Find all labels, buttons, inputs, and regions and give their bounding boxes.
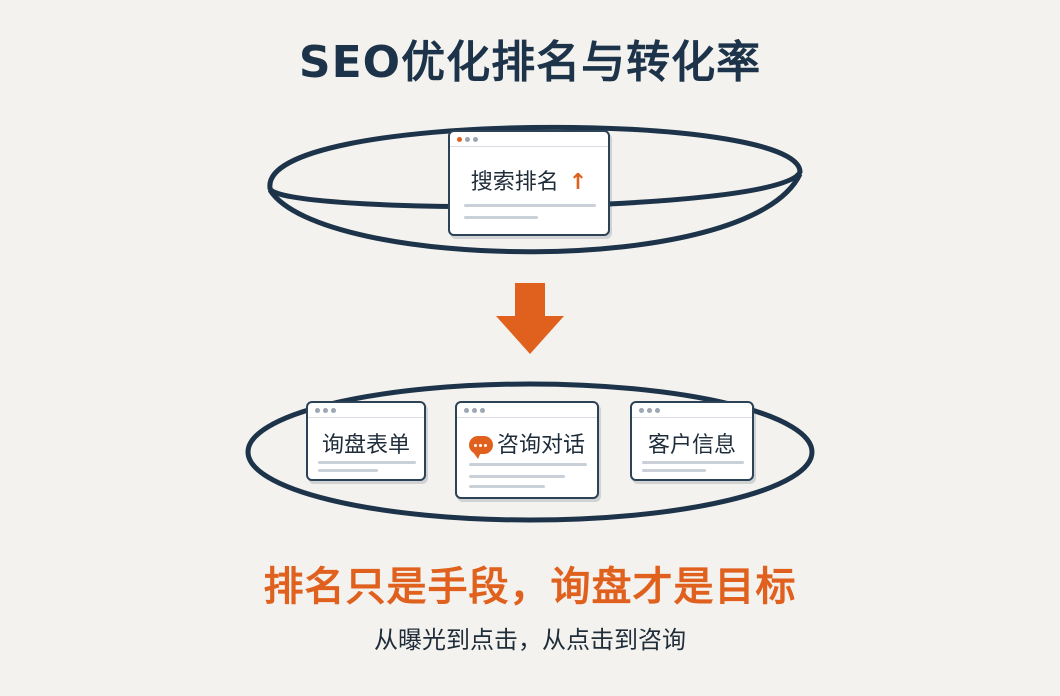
inquiry-form-label: 询盘表单 xyxy=(321,433,410,458)
window-dot-icon xyxy=(464,408,469,413)
search-ranking-label: 搜索排名 xyxy=(470,170,559,195)
consult-chat-label-row: 咨询对话 xyxy=(457,427,597,459)
window-dot-icon xyxy=(473,137,478,142)
card-placeholder-line xyxy=(469,485,545,488)
chat-bubble-icon xyxy=(468,436,493,459)
customer-info-label: 客户信息 xyxy=(647,433,736,458)
card-titlebar xyxy=(450,132,608,147)
window-dot-icon xyxy=(323,408,328,413)
window-dot-icon xyxy=(331,408,336,413)
down-arrow-icon xyxy=(496,283,564,354)
window-dot-icon xyxy=(457,137,462,142)
card-placeholder-line xyxy=(464,216,538,219)
card-placeholder-line xyxy=(469,463,587,466)
arrow-up-icon: ↑ xyxy=(568,170,588,195)
card-placeholder-line xyxy=(642,469,706,472)
consult-chat-card: 咨询对话 xyxy=(455,401,599,499)
top-ring xyxy=(267,124,803,210)
card-placeholder-line xyxy=(318,469,378,472)
card-placeholder-line xyxy=(464,204,596,207)
window-dot-icon xyxy=(465,137,470,142)
window-dot-icon xyxy=(639,408,644,413)
headline: 排名只是手段，询盘才是目标 xyxy=(263,564,797,610)
card-placeholder-line xyxy=(318,461,416,464)
search-ranking-card: 搜索排名 ↑ xyxy=(448,130,610,236)
search-ranking-label-row: 搜索排名 ↑ xyxy=(450,164,608,196)
page-title: SEO优化排名与转化率 xyxy=(298,37,762,88)
card-titlebar xyxy=(308,403,424,418)
window-dot-icon xyxy=(472,408,477,413)
top-bowl-curve xyxy=(267,172,803,255)
window-dot-icon xyxy=(655,408,660,413)
customer-info-card: 客户信息 xyxy=(630,401,754,481)
inquiry-form-card: 询盘表单 xyxy=(306,401,426,481)
card-titlebar xyxy=(457,403,597,418)
subheadline: 从曝光到点击，从点击到咨询 xyxy=(374,626,686,654)
card-placeholder-line xyxy=(469,475,565,478)
card-placeholder-line xyxy=(642,461,744,464)
bottom-ring xyxy=(245,381,815,523)
consult-chat-label: 咨询对话 xyxy=(496,433,585,458)
window-dot-icon xyxy=(480,408,485,413)
card-titlebar xyxy=(632,403,752,418)
window-dot-icon xyxy=(315,408,320,413)
window-dot-icon xyxy=(647,408,652,413)
